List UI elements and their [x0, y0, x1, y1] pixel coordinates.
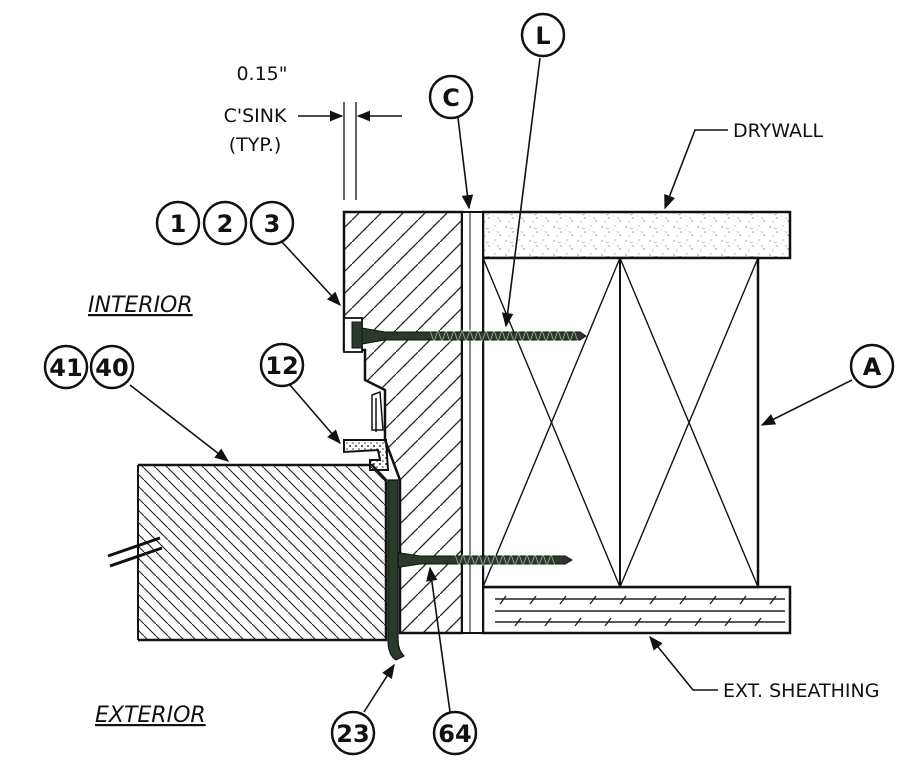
- callout-C: C: [428, 74, 474, 120]
- callout-2-text: 2: [217, 210, 234, 238]
- callout-64: 64: [432, 710, 478, 756]
- callout-41-text: 41: [49, 354, 82, 382]
- callout-1-text: 1: [170, 210, 187, 238]
- callout-41: 41: [43, 344, 89, 390]
- callout-64-text: 64: [438, 720, 471, 748]
- interior-label: INTERIOR: [88, 293, 193, 318]
- countersink-label-line3: (TYP.): [229, 134, 282, 156]
- screw-upper: [351, 321, 587, 349]
- callout-A: A: [849, 343, 895, 389]
- callout-12-text: 12: [265, 352, 298, 380]
- wall-stud: [481, 256, 760, 589]
- callout-L: L: [520, 12, 566, 58]
- callout-23-text: 23: [336, 720, 369, 748]
- screw-lower: [393, 551, 574, 569]
- callout-23: 23: [330, 710, 376, 756]
- exterior-label: EXTERIOR: [95, 703, 206, 728]
- ext-sheathing-panel: [481, 585, 792, 635]
- callout-3: 3: [249, 200, 295, 246]
- countersink-dimension: [298, 102, 402, 200]
- countersink-label-line2: C'SINK: [224, 105, 287, 127]
- nailing-fin: [387, 479, 406, 661]
- ext-sheathing-label: EXT. SHEATHING: [723, 680, 879, 702]
- leader-lines: [129, 57, 853, 713]
- callout-1: 1: [155, 200, 201, 246]
- countersink-label-line1: 0.15": [236, 63, 287, 85]
- callout-L-text: L: [535, 22, 550, 50]
- drywall-panel: [481, 210, 792, 260]
- callout-A-text: A: [863, 353, 882, 381]
- callout-40: 40: [89, 344, 135, 390]
- callout-12: 12: [259, 342, 305, 388]
- seal-clip: [343, 390, 390, 471]
- callout-3-text: 3: [264, 210, 281, 238]
- callout-2: 2: [202, 200, 248, 246]
- callout-C-text: C: [442, 84, 460, 112]
- drywall-label: DRYWALL: [733, 120, 824, 142]
- callout-40-text: 40: [95, 354, 128, 382]
- sill-block: [107, 463, 388, 642]
